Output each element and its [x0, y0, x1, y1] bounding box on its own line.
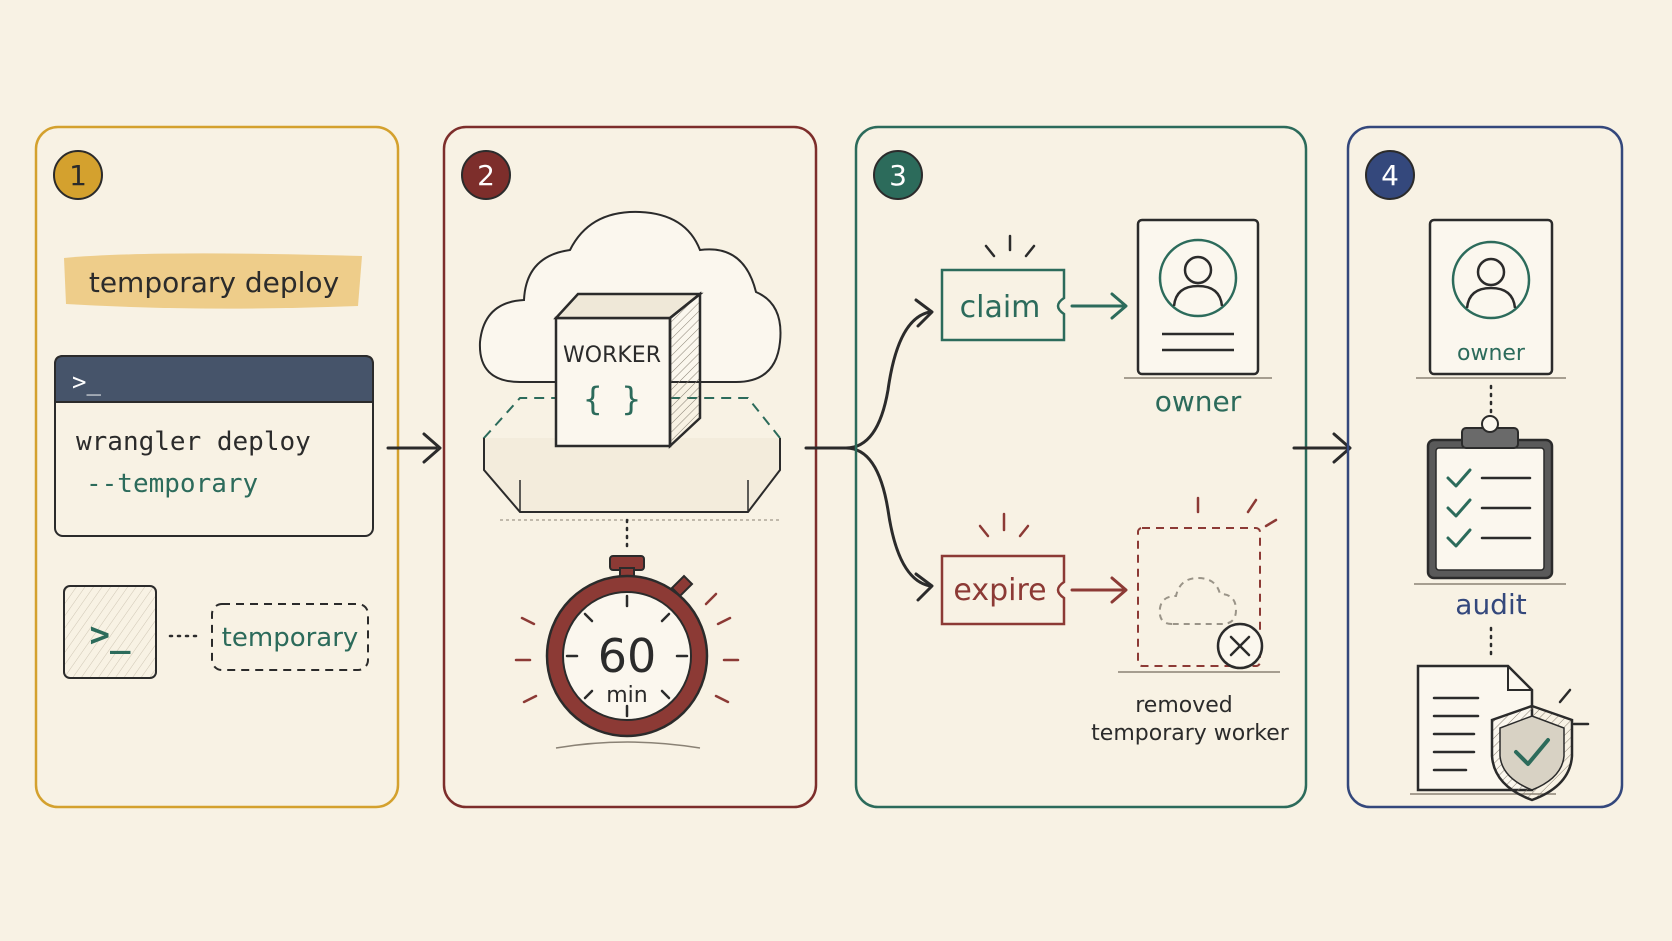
claim-label: claim: [960, 290, 1041, 325]
panel-4-border: [1346, 125, 1624, 809]
step-number-1: 1: [69, 159, 87, 192]
panel-step-2: 2 WORKER { }: [442, 125, 818, 809]
highlight-marker: [64, 253, 362, 309]
panel-1-border: [34, 125, 400, 809]
timer-value: 60: [598, 629, 657, 683]
command-line-1: wrangler deploy: [76, 427, 311, 457]
step-number-2: 2: [477, 159, 495, 192]
temporary-tag: [211, 603, 369, 671]
panel-step-1: 1 temporary deploy >_ wrangler deploy --…: [34, 125, 400, 809]
user-card-icon: [1124, 218, 1272, 379]
terminal-prompt-icon: >_: [72, 368, 101, 396]
close-circle-icon: [1216, 622, 1264, 670]
terminal-header: [54, 355, 374, 403]
removed-label-line2: temporary worker: [1091, 721, 1290, 746]
owner-card-label: owner: [1457, 341, 1526, 366]
clipboard-icon: [1414, 415, 1566, 585]
removed-label-line1: removed: [1135, 693, 1233, 718]
step-badge-1: [53, 150, 103, 200]
terminal-icon: [63, 585, 157, 679]
step-number-3: 3: [889, 159, 907, 192]
panel-step-3: 3 claim owner: [854, 125, 1308, 809]
small-terminal-prompt: >_: [90, 615, 131, 655]
shield-check-icon: [1490, 688, 1590, 802]
temporary-tag-label: temporary: [222, 623, 359, 653]
panel-3-border: [854, 125, 1308, 809]
step-badge-3: [873, 150, 923, 200]
claim-ticket-icon: claim: [940, 234, 1066, 342]
expire-ticket-icon: expire: [940, 512, 1066, 626]
temporary-deploy-label: temporary deploy: [89, 266, 339, 299]
arrow-icon: [1292, 432, 1352, 464]
arrow-icon: [1070, 292, 1128, 320]
arrow-icon: [1070, 576, 1128, 604]
removed-worker-card: [1118, 496, 1280, 673]
timer-unit: min: [606, 683, 648, 708]
worker-braces: { }: [583, 380, 641, 418]
user-card-icon: [1416, 218, 1566, 379]
arrow-icon: [386, 432, 442, 464]
command-line-2: --temporary: [86, 469, 258, 499]
panel-step-4: 4 owner: [1346, 125, 1624, 809]
panel-2-border: [442, 125, 818, 809]
worker-label: WORKER: [563, 343, 661, 368]
expire-label: expire: [953, 573, 1046, 608]
dashed-cloud-icon: [1158, 576, 1238, 625]
worker-cube-icon: WORKER { }: [553, 291, 704, 449]
stopwatch-icon: 60 min: [514, 555, 740, 749]
owner-label: owner: [1155, 385, 1242, 418]
step-number-4: 4: [1381, 159, 1399, 192]
branch-arrow: [804, 298, 934, 602]
step-badge-4: [1365, 150, 1415, 200]
audit-label: audit: [1455, 588, 1526, 621]
step-badge-2: [461, 150, 511, 200]
worker-platform: [482, 397, 782, 521]
terminal-window: >_ wrangler deploy --temporary: [54, 355, 374, 537]
